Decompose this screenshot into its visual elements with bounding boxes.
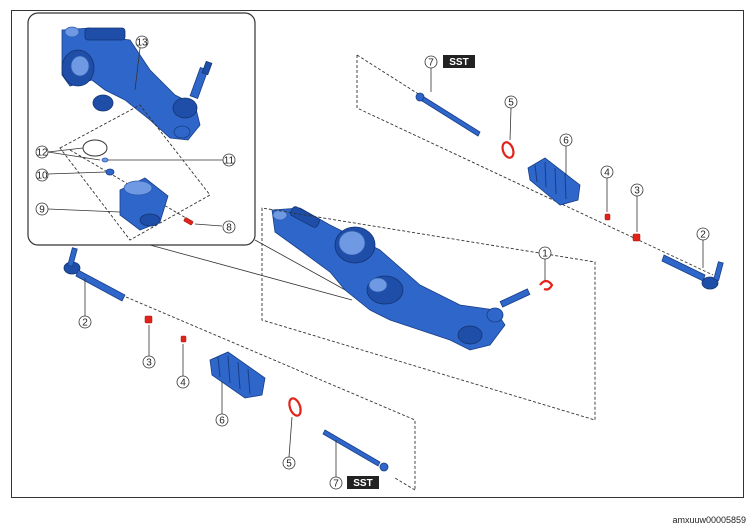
yoke-plug-cover xyxy=(119,177,169,231)
upper-guide-dashes xyxy=(356,55,714,276)
inset-connector-line xyxy=(149,244,353,301)
assembly-guide-dashes xyxy=(261,207,596,421)
sst-badge xyxy=(443,55,475,68)
svg-text:2: 2 xyxy=(700,230,706,241)
boot-clamp xyxy=(288,397,302,417)
svg-text:4: 4 xyxy=(180,378,186,389)
svg-text:3: 3 xyxy=(634,186,640,197)
boot-clamp xyxy=(501,141,515,159)
tie-rod-end-upper xyxy=(661,254,724,290)
svg-text:4: 4 xyxy=(604,168,610,179)
svg-text:3: 3 xyxy=(146,358,152,369)
svg-text:9: 9 xyxy=(39,205,45,216)
small-clip xyxy=(180,335,187,343)
callout-1: 1 xyxy=(538,246,552,280)
lock-nut xyxy=(632,233,641,242)
callout-4-upper: 4 xyxy=(600,165,614,212)
seal xyxy=(101,157,109,163)
callout-2-upper: 2 xyxy=(696,227,710,268)
svg-text:7: 7 xyxy=(333,479,339,490)
inset-guide-dashes xyxy=(59,104,211,241)
callout-8: 8 xyxy=(194,220,236,234)
callout-6-lower: 6 xyxy=(215,382,229,427)
callout-5-lower: 5 xyxy=(282,416,296,470)
svg-text:11: 11 xyxy=(224,156,235,167)
svg-text:7: 7 xyxy=(428,58,434,69)
nut xyxy=(105,168,115,176)
callout-3-lower: 3 xyxy=(142,325,156,369)
callout-3-upper: 3 xyxy=(630,183,644,232)
svg-text:10: 10 xyxy=(36,171,48,182)
boot-lower xyxy=(209,351,266,399)
svg-text:5: 5 xyxy=(286,459,292,470)
bolt xyxy=(183,217,194,226)
svg-text:6: 6 xyxy=(563,136,569,147)
tie-rod-upper xyxy=(415,92,481,137)
tie-rod-lower xyxy=(322,429,389,472)
svg-text:13: 13 xyxy=(136,38,148,49)
svg-text:SST: SST xyxy=(353,478,372,489)
lock-nut xyxy=(144,315,153,324)
small-clip xyxy=(604,213,611,221)
callout-9: 9 xyxy=(35,202,121,216)
upper-guide-dashes xyxy=(356,54,421,96)
svg-text:SST: SST xyxy=(449,57,468,68)
sst-badge xyxy=(347,476,379,489)
callout-4-lower: 4 xyxy=(176,344,190,389)
svg-text:2: 2 xyxy=(82,318,88,329)
svg-text:1: 1 xyxy=(542,249,548,260)
boot-upper xyxy=(527,157,581,206)
callout-6-upper: 6 xyxy=(559,133,573,175)
diagram-frame xyxy=(11,10,744,498)
svg-text:6: 6 xyxy=(219,416,225,427)
callout-13: 13 xyxy=(134,35,149,91)
svg-text:8: 8 xyxy=(226,223,232,234)
lower-guide-dashes xyxy=(394,477,416,491)
callout-7-lower: 7 SST xyxy=(329,440,379,490)
clip xyxy=(539,279,554,291)
callout-5-upper: 5 xyxy=(504,95,518,141)
lower-guide-dashes xyxy=(125,296,416,490)
figure-code: amxuuw00005859 xyxy=(672,515,746,525)
callout-10: 10 xyxy=(35,168,107,182)
svg-text:12: 12 xyxy=(36,148,48,159)
svg-text:5: 5 xyxy=(508,98,514,109)
inset-connector-line xyxy=(254,239,359,298)
inset-gear-housing xyxy=(61,26,213,141)
callout-7-upper: 7 SST xyxy=(424,55,475,92)
tie-rod-end-lower xyxy=(63,247,126,302)
callout-11: 11 xyxy=(108,153,236,167)
steering-gear-housing xyxy=(271,206,531,351)
callout-2-lower: 2 xyxy=(78,278,92,329)
callout-12: 12 xyxy=(35,145,101,161)
